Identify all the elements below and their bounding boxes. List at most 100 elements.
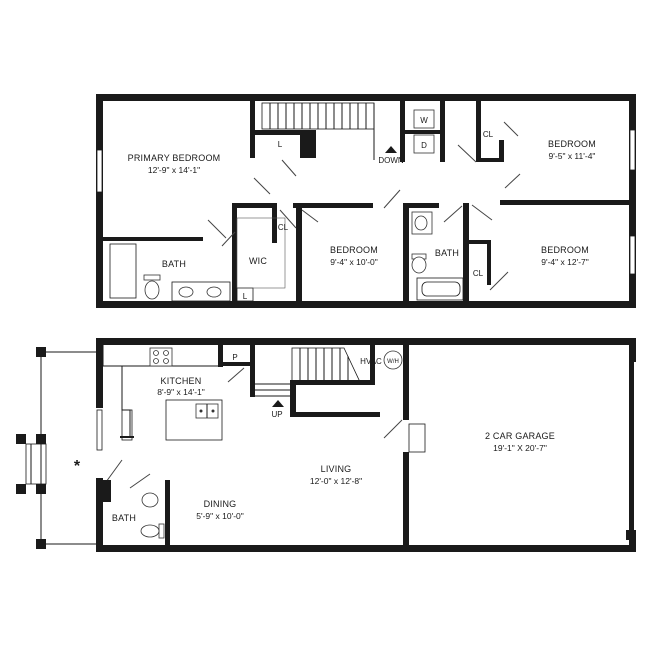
label-living: LIVING xyxy=(321,464,352,474)
dims-bedroom-ne: 9'-5" x 11'-4" xyxy=(549,151,596,161)
sink-hall-icon xyxy=(414,215,428,231)
dims-living: 12'-0" x 12'-8" xyxy=(310,476,362,486)
lower-south-wall xyxy=(96,545,636,552)
stair-upper xyxy=(261,102,375,160)
door-bedroom-mid[interactable] xyxy=(301,209,319,223)
toilet-lower-icon xyxy=(140,524,160,538)
label-primary-bedroom: PRIMARY BEDROOM xyxy=(128,153,221,163)
door-bath-hall[interactable] xyxy=(443,205,463,223)
label-bedroom-se: BEDROOM xyxy=(541,245,589,255)
bathtub-hall-inner xyxy=(421,281,461,297)
wall-bath-hall-west xyxy=(403,203,409,301)
door-closet-se[interactable] xyxy=(489,271,509,291)
label-pantry: P xyxy=(232,353,237,362)
upper-floor xyxy=(96,94,636,308)
upper-south-wall xyxy=(96,301,636,308)
door-powder-bath[interactable] xyxy=(129,473,151,489)
label-water-heater: W/H xyxy=(387,359,399,365)
label-linen-top: L xyxy=(278,140,283,149)
wall-closet-se-east xyxy=(487,240,491,285)
label-closet-ne: CL xyxy=(483,130,494,139)
wall-hvac-west xyxy=(370,345,375,385)
wall-stair-stub xyxy=(290,380,296,416)
label-closet-se: CL xyxy=(473,269,484,278)
wall-stair-south xyxy=(290,380,370,385)
wall-garage-bottom xyxy=(403,452,409,552)
wall-garage-top xyxy=(403,338,409,420)
wall-linen-block xyxy=(300,130,316,158)
sink-lower-icon xyxy=(141,492,159,508)
washer-icon xyxy=(413,109,435,129)
lower-floor xyxy=(16,338,637,552)
bathtub-hall xyxy=(416,277,464,301)
label-hvac: HVAC xyxy=(360,357,382,366)
garage-post xyxy=(626,530,636,540)
stair-up-arrow-icon xyxy=(272,400,284,407)
door-bedroom-ne[interactable] xyxy=(504,173,521,189)
water-heater-icon xyxy=(383,350,403,370)
wall-closet-se-north xyxy=(469,240,491,244)
door-bedroom-se[interactable] xyxy=(471,204,493,221)
door-primary-bath[interactable] xyxy=(207,219,227,239)
stair-lower xyxy=(255,347,361,397)
label-bath-hall: BATH xyxy=(435,248,459,258)
window-east-se xyxy=(629,235,636,275)
toilet-primary-icon xyxy=(144,280,160,300)
lower-west-wall-top xyxy=(96,338,103,408)
sink-primary-right-icon xyxy=(206,286,222,298)
sink-drain-left xyxy=(199,409,203,413)
door-linen-top[interactable] xyxy=(281,159,297,177)
wall-laundry-east xyxy=(440,100,445,162)
lower-north-wall xyxy=(96,338,636,345)
wall-bath-lower-north xyxy=(103,480,111,502)
door-laundry[interactable] xyxy=(457,144,477,163)
window-west-upper xyxy=(96,149,103,193)
stair-down-arrow-icon xyxy=(385,146,397,153)
door-bedroom-mid-hall[interactable] xyxy=(383,189,401,209)
door-wic[interactable] xyxy=(221,231,236,247)
door-primary-bedroom[interactable] xyxy=(253,177,271,195)
wall-bath-north xyxy=(103,237,203,241)
garage-step xyxy=(408,423,426,453)
label-bath-primary: BATH xyxy=(162,259,186,269)
upper-west-wall xyxy=(96,94,103,308)
lower-west-wall-bottom xyxy=(96,478,103,552)
wic-shelving xyxy=(236,217,286,289)
upper-east-wall xyxy=(629,94,636,308)
kitchen-counters xyxy=(102,345,218,441)
wall-wic-north xyxy=(232,203,272,208)
wall-laundry-west xyxy=(400,100,405,162)
wall-stair-lower-west xyxy=(250,345,255,397)
door-front-entry[interactable] xyxy=(105,459,123,483)
dims-bedroom-se: 9'-4" x 12'-7" xyxy=(541,257,589,267)
wall-bath-hall-east xyxy=(463,203,469,301)
door-garage[interactable] xyxy=(383,419,403,439)
wall-laundry-mid xyxy=(405,130,440,134)
shower-primary xyxy=(109,243,137,299)
wall-bedroom-mid-west xyxy=(296,203,302,301)
toilet-hall-icon xyxy=(411,256,427,274)
toilet-tank-lower xyxy=(158,523,165,539)
window-east-ne xyxy=(629,129,636,171)
door-closet-mid[interactable] xyxy=(279,209,297,229)
wall-hvac-south xyxy=(290,412,380,417)
wall-pantry-south xyxy=(223,362,253,366)
label-bedroom-ne: BEDROOM xyxy=(548,139,596,149)
dims-kitchen: 8'-9" x 14'-1" xyxy=(157,387,205,397)
door-pantry[interactable] xyxy=(227,367,245,383)
upper-north-wall xyxy=(96,94,636,101)
wall-closet-mid-west xyxy=(272,203,277,243)
wall-bedroom-ne-south xyxy=(500,200,630,205)
label-washer: W xyxy=(420,116,428,125)
sink-drain-right xyxy=(211,409,215,413)
front-porch xyxy=(16,347,96,549)
door-closet-ne[interactable] xyxy=(503,121,519,137)
wall-pantry-west xyxy=(218,345,223,367)
dims-primary-bedroom: 12'-9" x 14'-1" xyxy=(148,165,200,175)
wall-closet-ne-east xyxy=(499,140,504,162)
dims-bedroom-mid: 9'-4" x 10'-0" xyxy=(330,257,378,267)
toilet-tank-primary xyxy=(143,274,161,281)
sink-primary-left-icon xyxy=(178,286,194,298)
label-stair-down: DOWN xyxy=(378,156,404,165)
dryer-icon xyxy=(413,134,435,154)
